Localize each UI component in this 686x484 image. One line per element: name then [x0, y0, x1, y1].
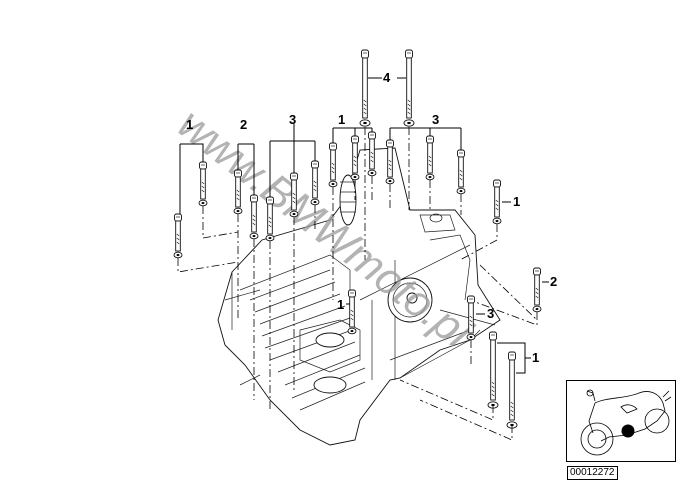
- part-number-label: 00012272: [567, 466, 618, 480]
- bolt-group-4-top: [359, 49, 415, 260]
- bolt-group-1-right-lower: [399, 331, 531, 441]
- callout-label: 1: [337, 297, 344, 312]
- callout-label: 1: [513, 194, 520, 209]
- bolt-mid-1: [346, 289, 357, 335]
- callout-label: 3: [487, 306, 494, 321]
- bolt-right-2: [469, 264, 549, 326]
- bolt-group-3-left: [265, 124, 320, 410]
- location-thumbnail: [566, 380, 676, 462]
- bolt-group-1-left: [173, 143, 239, 273]
- callout-label: 1: [532, 350, 539, 365]
- bolt-lower-3: [466, 295, 485, 365]
- bolt-right-upper-1: [459, 179, 511, 261]
- callout-label: 2: [550, 274, 557, 289]
- callout-label: 4: [383, 70, 391, 85]
- callout-label: 2: [240, 117, 247, 132]
- callout-label: 3: [289, 112, 296, 127]
- location-marker: [621, 424, 635, 438]
- callout-label: 1: [186, 117, 193, 132]
- callout-label: 3: [432, 112, 439, 127]
- motorcycle-icon: [580, 389, 672, 456]
- callout-label: 1: [338, 112, 345, 127]
- bolt-group-2-left: [233, 143, 259, 400]
- bolt-group-1-center: [328, 127, 377, 300]
- bolt-group-3-right: [385, 127, 466, 215]
